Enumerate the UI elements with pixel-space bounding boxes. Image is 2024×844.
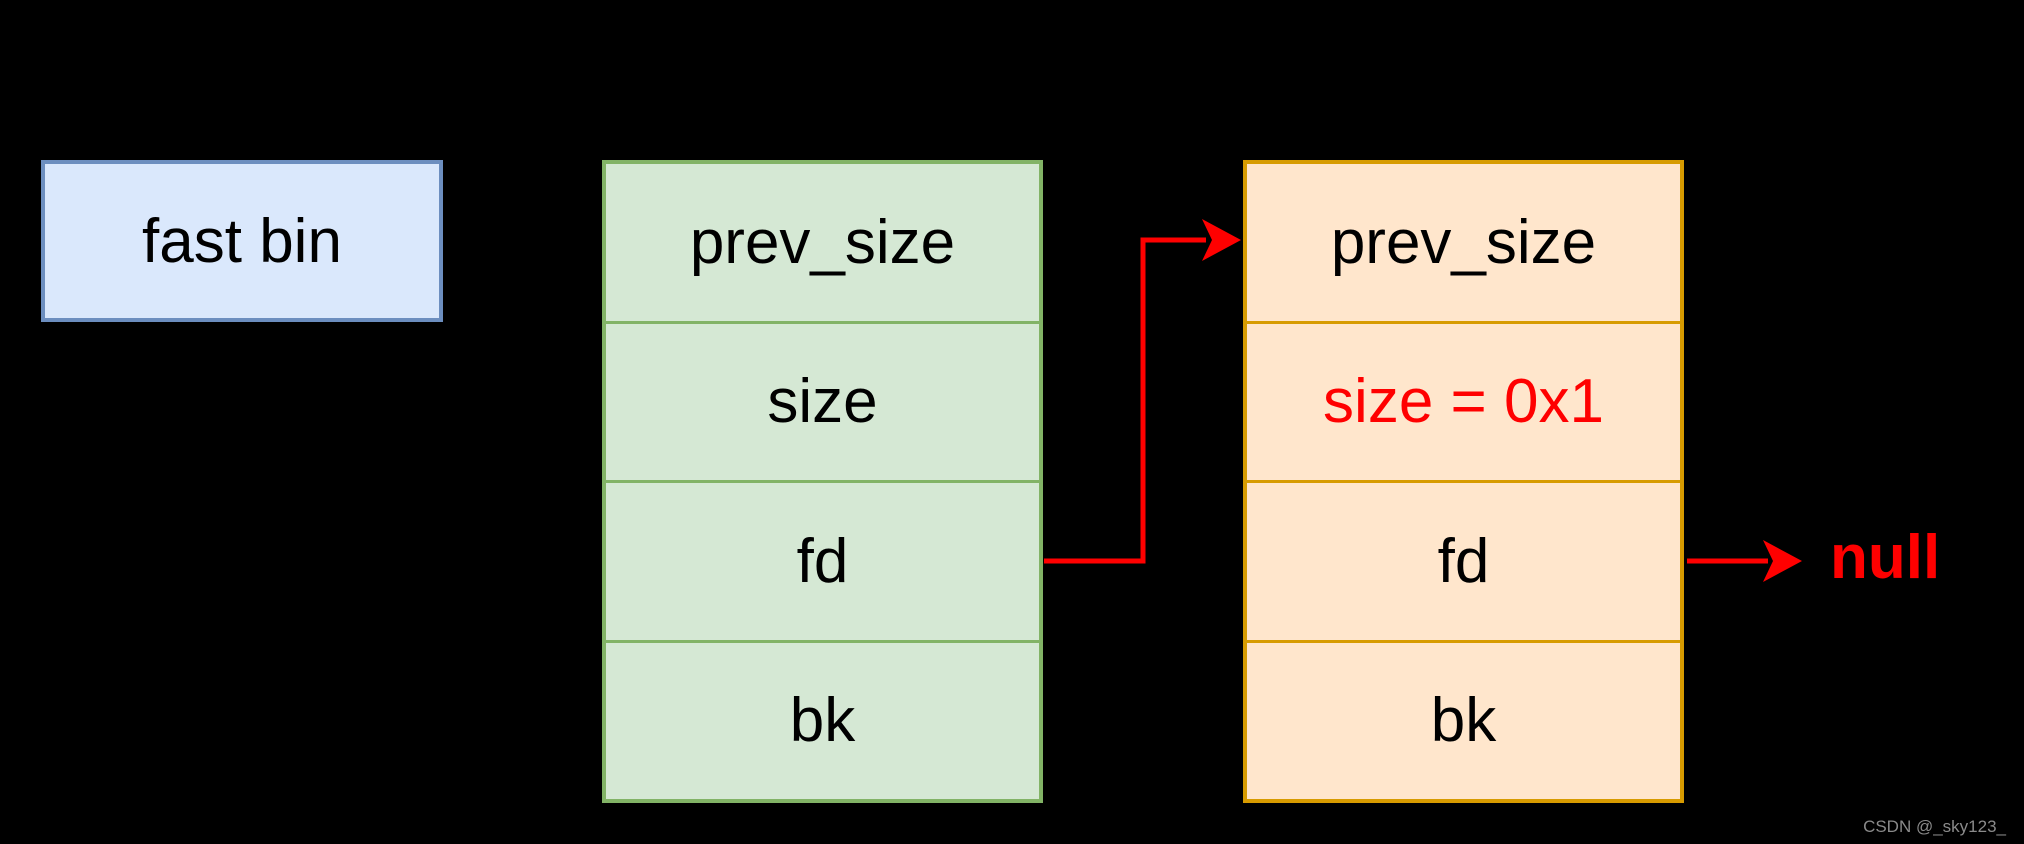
fake-chunk-row-prev-size: prev_size bbox=[1330, 207, 1597, 277]
fake-chunk-row-bk: bk bbox=[1247, 639, 1680, 800]
free-chunk-row-prev-size: prev_size bbox=[689, 207, 956, 277]
watermark: CSDN @_sky123_ bbox=[1863, 817, 2006, 836]
free-chunk-row-bk: bk bbox=[606, 639, 1039, 800]
fd-to-null-arrow bbox=[1687, 540, 1802, 582]
fd-to-fake-chunk-arrow bbox=[1044, 219, 1241, 564]
null-label: null bbox=[1830, 523, 1941, 592]
fake-chunk-table: prev_size size = 0x1 fd bk bbox=[1243, 160, 1684, 803]
free-chunk-row-size: size bbox=[606, 320, 1039, 481]
fd-to-fake-chunk-arrowhead-icon bbox=[1202, 219, 1241, 261]
fake-chunk-row-fd: fd bbox=[1247, 480, 1680, 640]
free-chunk-table: prev_size size fd bk bbox=[602, 160, 1043, 803]
fd-to-fake-chunk-arrow-shaft bbox=[1044, 237, 1206, 564]
fast-bin-label: fast bin bbox=[142, 206, 342, 276]
fast-bin-box: fast bin bbox=[41, 160, 443, 322]
free-chunk-row-fd: fd bbox=[606, 480, 1039, 640]
fd-to-null-arrowhead-icon bbox=[1763, 540, 1802, 582]
fake-chunk-row-size: size = 0x1 bbox=[1247, 320, 1680, 481]
